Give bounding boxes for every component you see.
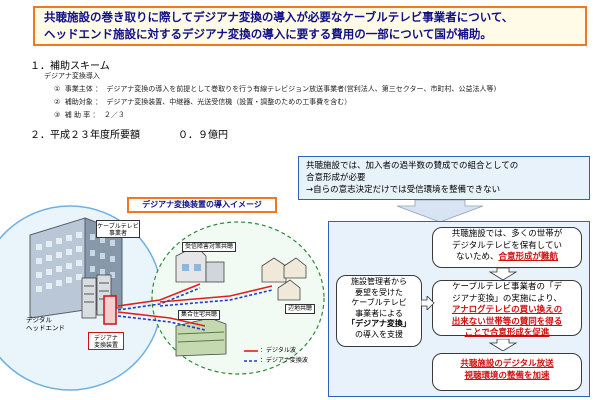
row-num: ① bbox=[54, 85, 61, 93]
right-box-3-emphasis: 視聴環境の整備を加速 bbox=[464, 370, 550, 381]
scheme-row-3: ③ 補 助 率 ： ２／３ bbox=[54, 110, 125, 121]
tag-apartment: 集合住宅共聴 bbox=[178, 310, 221, 320]
top-note-line-3: →自らの意志決定だけでは受信環境を整備できない bbox=[306, 185, 501, 195]
scheme-row-2: ② 補助対象 ： デジアナ変換装置、中継器、光送受信機（設置・調整のための工事費… bbox=[54, 97, 351, 108]
right-box-1 bbox=[432, 227, 582, 268]
row-label: 補 助 率 bbox=[64, 111, 91, 119]
top-note-line-1: 共聴施設では、加入者の過半数の賛成での組合としての bbox=[306, 161, 519, 171]
analog-line-c bbox=[159, 289, 273, 307]
right-box-2-emphasis: アナログテレビの買い換えの bbox=[451, 305, 563, 315]
tag-reception-interference: 受信障害対策共聴 bbox=[182, 242, 237, 252]
analog-line-a bbox=[117, 287, 201, 311]
down-arrow-top-icon bbox=[396, 200, 484, 222]
catv-label-line: ケーブルテレビ bbox=[97, 223, 139, 230]
section1-title: １．補助スキーム bbox=[30, 61, 110, 72]
converter-device-icon bbox=[103, 295, 117, 325]
row-num: ③ bbox=[54, 111, 61, 119]
legend-digital-text: ：デジタル波 bbox=[260, 347, 296, 354]
support-line: の導入を支援 bbox=[355, 329, 403, 339]
section2-amount: ０．９億円 bbox=[178, 130, 228, 141]
row-value: デジアナ変換の導入を前提として巻取りを行う有線テレビジョン放送事業者(営利法人、… bbox=[106, 85, 497, 93]
legend-analog-text: ：デジアナ変換波 bbox=[260, 357, 308, 364]
right-box-2-emphasis: 出来ない世帯等の賛同を得る bbox=[451, 316, 563, 327]
top-note-line-2: 合意形成が必要 bbox=[306, 173, 366, 183]
row-sep: ： bbox=[94, 98, 102, 106]
header-line-2: ヘッドエンド施設に対するデジアナ変換の導入に要する費用の一部について国が補助。 bbox=[44, 27, 492, 41]
diagram-canvas bbox=[0, 205, 325, 391]
tag-remote-area: 辺地共聴 bbox=[285, 304, 316, 314]
right-box-2-text: ケーブルテレビ事業者の「デ ジアナ変換」の実施により、 アナログテレビの買い換え… bbox=[434, 282, 580, 340]
down-arrow-2-icon bbox=[488, 339, 518, 351]
right-box-1-line: 共聴施設では、多くの世帯が bbox=[451, 229, 563, 239]
row-label: 補助対象 bbox=[64, 98, 93, 106]
right-box-2-emphasis: ことで合意形成を促進 bbox=[464, 328, 550, 338]
diagram-title: デジアナ変換装置の導入イメージ bbox=[127, 197, 277, 213]
converter-label-line: 変換装置 bbox=[93, 342, 118, 349]
support-box bbox=[336, 275, 422, 347]
catv-label-line: 事業者 bbox=[108, 230, 127, 237]
converter-label-line: デジアナ bbox=[94, 335, 118, 342]
converter-label: デジアナ 変換装置 bbox=[88, 332, 124, 350]
scheme-row-1: ① 事業主体 ： デジアナ変換の導入を前提として巻取りを行う有線テレビジョン放送… bbox=[54, 84, 496, 95]
support-line: 要望を受けた bbox=[355, 287, 403, 297]
right-box-2-line: ジアナ変換」の実施により、 bbox=[452, 293, 562, 304]
right-box-1-text: 共聴施設では、多くの世帯が デジタルテレビを保有してい ないため、合意形成が難航 bbox=[434, 229, 580, 264]
right-box-1-line: デジタルテレビを保有してい bbox=[451, 240, 563, 251]
row-sep: ： bbox=[92, 111, 100, 119]
support-line: 施設管理者から bbox=[351, 277, 407, 286]
right-box-1-line: ないため、 bbox=[455, 252, 499, 262]
support-line: 事業者による bbox=[355, 308, 403, 318]
headend-label: デジタル ヘッドエンド bbox=[26, 316, 76, 332]
headend-label-line: デジタル bbox=[26, 316, 52, 324]
row-label: 事業主体 bbox=[64, 85, 93, 93]
right-box-1-emphasis: 合意形成が難航 bbox=[498, 252, 559, 262]
row-sep: ： bbox=[94, 85, 102, 93]
row-value: デジアナ変換装置、中継器、光送受信機（設置・調整のための工事費を含む） bbox=[106, 98, 352, 106]
right-box-2-line: ケーブルテレビ事業者の「デ bbox=[452, 282, 562, 292]
right-box-3-emphasis: 共聴施設のデジタル放送 bbox=[460, 359, 554, 369]
right-box-2 bbox=[432, 280, 582, 336]
down-arrow-1-icon bbox=[488, 268, 518, 280]
header-box bbox=[33, 6, 587, 46]
top-note-box bbox=[298, 156, 590, 200]
support-line: ケーブルテレビ bbox=[351, 298, 407, 307]
row-num: ② bbox=[54, 98, 61, 106]
house-c-icon bbox=[261, 257, 307, 301]
analog-line-b bbox=[117, 315, 206, 331]
support-box-text: 施設管理者から 要望を受けた ケーブルテレビ 事業者による 「デジアナ変換」 の… bbox=[337, 277, 421, 340]
digital-line-c bbox=[159, 285, 273, 303]
header-line-1: 共聴施設の巻き取りに際してデジアナ変換の導入が必要なケーブルテレビ事業者について… bbox=[44, 10, 514, 24]
digital-line-b bbox=[117, 311, 206, 327]
right-box-3 bbox=[432, 353, 582, 391]
support-bold: 「デジアナ変換」 bbox=[347, 319, 411, 328]
top-note-text: 共聴施設では、加入者の過半数の賛成での組合としての 合意形成が必要 →自らの意志… bbox=[306, 160, 586, 196]
section2-title: ２．平成２３年度所要額 bbox=[30, 130, 140, 141]
catv-building-icon bbox=[29, 217, 123, 319]
digital-line-a bbox=[117, 283, 201, 307]
section1-subtitle: デジアナ変換導入 bbox=[44, 72, 100, 80]
header-text: 共聴施設の巻き取りに際してデジアナ変換の導入が必要なケーブルテレビ事業者について… bbox=[44, 9, 584, 43]
row-value: ２／３ bbox=[103, 111, 125, 119]
catv-label: ケーブルテレビ 事業者 bbox=[96, 220, 140, 238]
right-arrow-icon bbox=[421, 296, 435, 310]
headend-label-line: ヘッドエンド bbox=[26, 324, 65, 332]
right-box-3-text: 共聴施設のデジタル放送 視聴環境の整備を加速 bbox=[434, 359, 580, 382]
